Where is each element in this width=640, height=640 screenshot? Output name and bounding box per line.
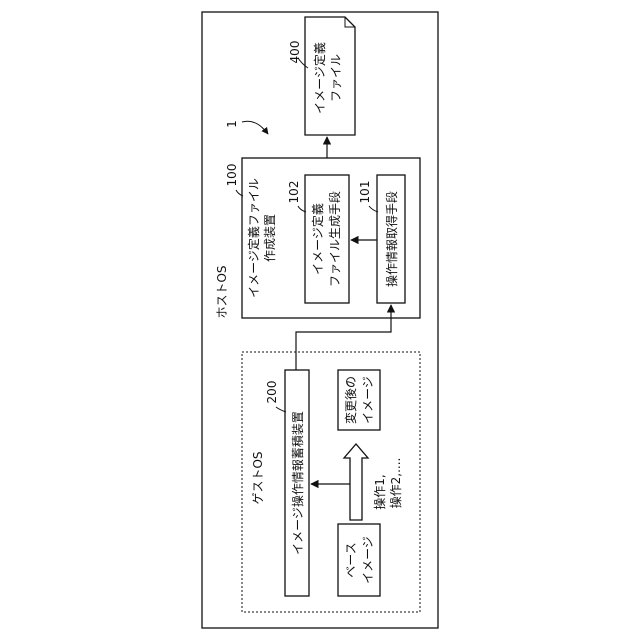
ref-100: 100 — [225, 164, 239, 187]
definition-file-line2: ファイル — [329, 54, 343, 102]
base-image-line1: ベース — [344, 542, 358, 577]
definition-file-400: イメージ定義 ファイル — [305, 17, 355, 135]
connector-accumulator-to-acquirer — [296, 305, 391, 370]
accumulator-text: イメージ操作情報蓄積装置 — [290, 411, 305, 555]
ref-200: 200 — [265, 381, 279, 404]
base-image-line2: イメージ — [361, 536, 375, 584]
guest-os-label: ゲストOS — [251, 451, 265, 504]
definition-file-line1: イメージ定義 — [312, 42, 327, 114]
ref-102: 102 — [287, 181, 301, 204]
file-generator-line1: イメージ定義 — [310, 203, 325, 275]
ref-1: 1 — [225, 120, 239, 128]
file-generator-line2: ファイル生成手段 — [327, 191, 342, 287]
file-creator-line1: イメージ定義ファイル — [246, 178, 261, 298]
changed-image-line2: イメージ — [361, 376, 375, 424]
operations-line2: 操作2,.... — [388, 458, 403, 509]
host-os-label: ホストOS — [215, 265, 229, 318]
ref-1-leader — [242, 121, 268, 134]
ref-101: 101 — [358, 181, 372, 204]
file-creator-line2: 作成装置 — [263, 214, 277, 262]
op-acquirer-text: 操作情報取得手段 — [384, 191, 399, 287]
changed-image-line1: 変更後の — [343, 376, 358, 424]
operations-line1: 操作1, — [372, 474, 387, 509]
change-hollow-arrow — [344, 444, 368, 520]
